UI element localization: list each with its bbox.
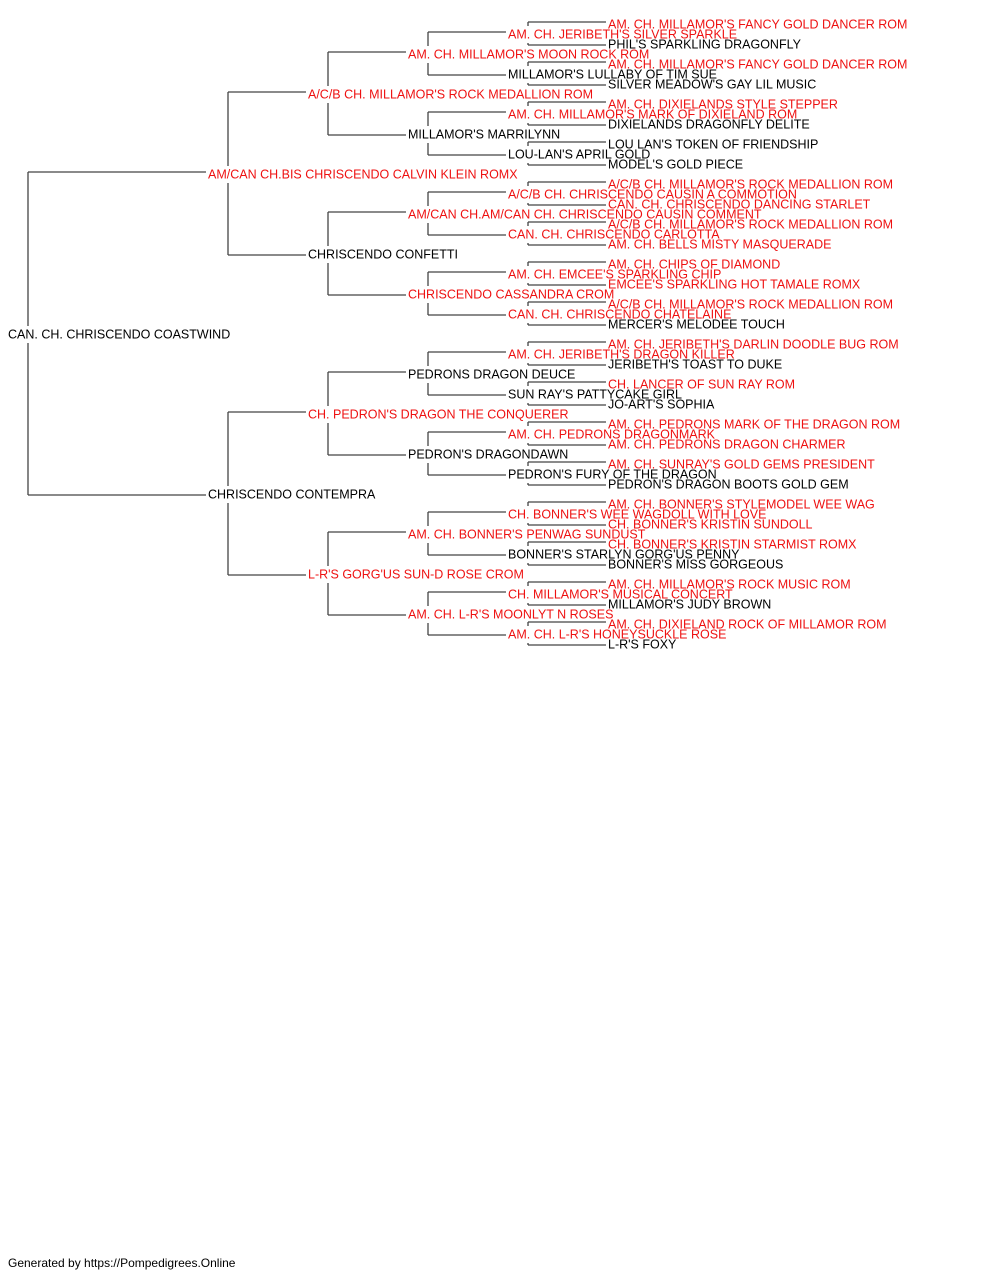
ancestor-name[interactable]: LOU LAN'S TOKEN OF FRIENDSHIP (608, 138, 818, 152)
ancestor-name[interactable]: AM. CH. BELLS MISTY MASQUERADE (608, 238, 831, 252)
ancestor-name[interactable]: SILVER MEADOW'S GAY LIL MUSIC (608, 78, 816, 92)
ancestor-name[interactable]: BONNER'S MISS GORGEOUS (608, 558, 783, 572)
ancestor-name[interactable]: L-R'S GORG'US SUN-D ROSE CROM (308, 568, 524, 582)
ancestor-name[interactable]: CH. MILLAMOR'S MUSICAL CONCERT (508, 588, 733, 602)
ancestor-name[interactable]: L-R'S FOXY (608, 638, 677, 652)
footer-credit: Generated by https://Pompedigrees.Online (8, 1256, 236, 1270)
ancestor-name[interactable]: CAN. CH. CHRISCENDO CARLOTTA (508, 228, 720, 242)
ancestor-name[interactable]: CH. LANCER OF SUN RAY ROM (608, 378, 795, 392)
ancestor-name[interactable]: EMCEE'S SPARKLING HOT TAMALE ROMX (608, 278, 861, 292)
ancestor-name[interactable]: AM. CH. MILLAMOR'S FANCY GOLD DANCER ROM (608, 58, 907, 72)
ancestor-name[interactable]: A/C/B CH. MILLAMOR'S ROCK MEDALLION ROM (608, 178, 893, 192)
ancestor-name[interactable]: AM. CH. SUNRAY'S GOLD GEMS PRESIDENT (608, 458, 875, 472)
ancestor-name[interactable]: PHIL'S SPARKLING DRAGONFLY (608, 38, 802, 52)
ancestor-name[interactable]: JO-ART'S SOPHIA (608, 398, 715, 412)
ancestor-name[interactable]: AM. CH. DIXIELANDS STYLE STEPPER (608, 98, 838, 112)
ancestor-name[interactable]: AM. CH. PEDRONS DRAGONMARK (508, 428, 716, 442)
ancestor-name[interactable]: AM. CH. BONNER'S PENWAG SUNDUST (408, 528, 646, 542)
ancestor-name[interactable]: MILLAMOR'S MARRILYNN (408, 128, 560, 142)
ancestor-name[interactable]: LOU-LAN'S APRIL GOLD (508, 148, 650, 162)
ancestor-name[interactable]: CH. PEDRON'S DRAGON THE CONQUERER (308, 408, 569, 422)
ancestor-name[interactable]: PEDRONS DRAGON DEUCE (408, 368, 575, 382)
ancestor-name[interactable]: AM. CH. L-R'S MOONLYT N ROSES (408, 608, 613, 622)
ancestor-name[interactable]: AM. CH. MILLAMOR'S FANCY GOLD DANCER ROM (608, 18, 907, 32)
ancestor-name[interactable]: MILLAMOR'S LULLABY OF TIM SUE (508, 68, 717, 82)
ancestor-name[interactable]: CHRISCENDO CONFETTI (308, 248, 458, 262)
ancestor-name[interactable]: AM. CH. JERIBETH'S DARLIN DOODLE BUG ROM (608, 338, 899, 352)
ancestor-name[interactable]: AM. CH. JERIBETH'S SILVER SPARKLE (508, 28, 737, 42)
ancestor-name[interactable]: CHRISCENDO CASSANDRA CROM (408, 288, 614, 302)
ancestor-name[interactable]: CH. BONNER'S KRISTIN SUNDOLL (608, 518, 813, 532)
ancestor-name[interactable]: AM. CH. EMCEE'S SPARKLING CHIP (508, 268, 721, 282)
ancestor-name[interactable]: MILLAMOR'S JUDY BROWN (608, 598, 771, 612)
ancestor-name[interactable]: A/C/B CH. MILLAMOR'S ROCK MEDALLION ROM (608, 218, 893, 232)
ancestor-name[interactable]: MODEL'S GOLD PIECE (608, 158, 743, 172)
ancestor-name[interactable]: SUN RAY'S PATTYCAKE GIRL (508, 388, 682, 402)
ancestor-name[interactable]: CH. BONNER'S WEE WAGDOLL WITH LOVE (508, 508, 766, 522)
ancestor-name[interactable]: AM/CAN CH.BIS CHRISCENDO CALVIN KLEIN RO… (208, 168, 518, 182)
ancestor-name[interactable]: AM. CH. JERIBETH'S DRAGON KILLER (508, 348, 735, 362)
ancestor-name[interactable]: A/C/B CH. CHRISCENDO CAUSIN A COMMOTION (508, 188, 797, 202)
ancestor-name[interactable]: MERCER'S MELODEE TOUCH (608, 318, 785, 332)
ancestor-name[interactable]: CAN. CH. CHRISCENDO DANCING STARLET (608, 198, 871, 212)
ancestor-name[interactable]: PEDRON'S FURY OF THE DRAGON (508, 468, 717, 482)
ancestor-name[interactable]: AM. CH. MILLAMOR'S ROCK MUSIC ROM (608, 578, 851, 592)
ancestor-name[interactable]: A/C/B CH. MILLAMOR'S ROCK MEDALLION ROM (608, 298, 893, 312)
ancestor-name[interactable]: DIXIELANDS DRAGONFLY DELITE (608, 118, 810, 132)
ancestor-name[interactable]: PEDRON'S DRAGONDAWN (408, 448, 568, 462)
ancestor-name[interactable]: CHRISCENDO CONTEMPRA (208, 488, 376, 502)
ancestor-name[interactable]: AM. CH. PEDRONS MARK OF THE DRAGON ROM (608, 418, 900, 432)
ancestor-name[interactable]: AM. CH. MILLAMOR'S MARK OF DIXIELAND ROM (508, 108, 797, 122)
ancestor-name[interactable]: AM/CAN CH.AM/CAN CH. CHRISCENDO CAUSIN C… (408, 208, 762, 222)
ancestor-name[interactable]: AM. CH. MILLAMOR'S MOON ROCK ROM (408, 48, 649, 62)
subject-name[interactable]: CAN. CH. CHRISCENDO COASTWIND (8, 328, 230, 342)
ancestor-name[interactable]: CAN. CH. CHRISCENDO CHATELAINE (508, 308, 731, 322)
ancestor-name[interactable]: AM. CH. PEDRONS DRAGON CHARMER (608, 438, 846, 452)
ancestor-name[interactable]: CH. BONNER'S KRISTIN STARMIST ROMX (608, 538, 857, 552)
ancestor-name[interactable]: JERIBETH'S TOAST TO DUKE (608, 358, 782, 372)
ancestor-name[interactable]: AM. CH. BONNER'S STYLEMODEL WEE WAG (608, 498, 875, 512)
ancestor-name[interactable]: AM. CH. DIXIELAND ROCK OF MILLAMOR ROM (608, 618, 887, 632)
ancestor-name[interactable]: BONNER'S STARLYN GORG'US PENNY (508, 548, 740, 562)
ancestor-name[interactable]: A/C/B CH. MILLAMOR'S ROCK MEDALLION ROM (308, 88, 593, 102)
ancestor-name[interactable]: AM. CH. CHIPS OF DIAMOND (608, 258, 780, 272)
ancestor-name[interactable]: PEDRON'S DRAGON BOOTS GOLD GEM (608, 478, 849, 492)
ancestor-name[interactable]: AM. CH. L-R'S HONEYSUCKLE ROSE (508, 628, 726, 642)
